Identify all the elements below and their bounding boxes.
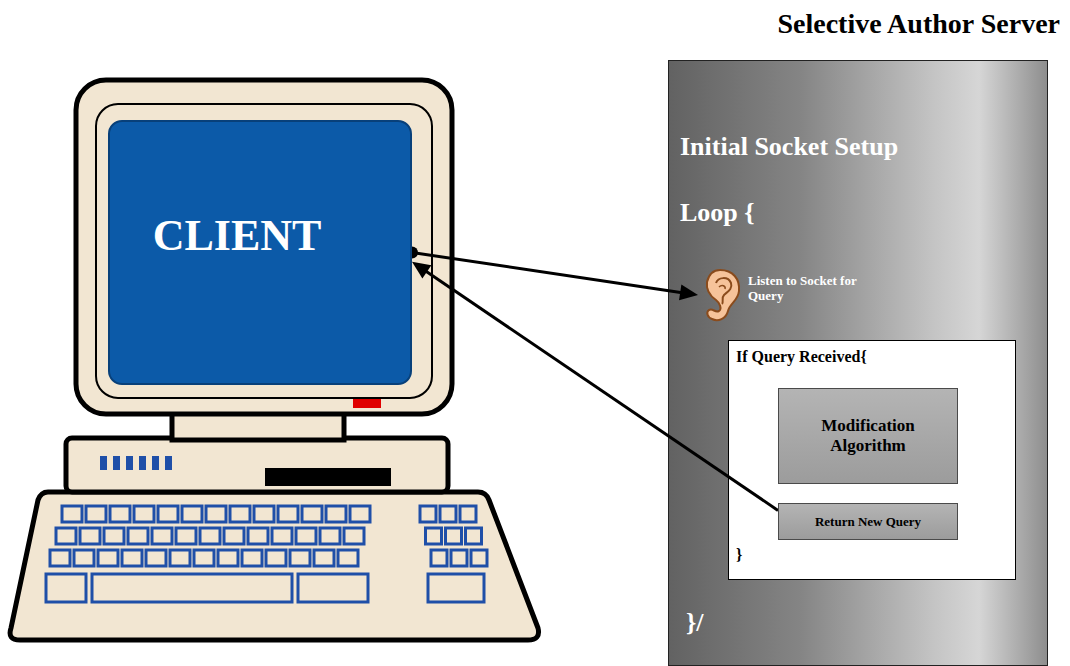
key [128, 528, 148, 544]
key [451, 550, 467, 566]
key [206, 506, 226, 522]
box-label: Return New Query [815, 514, 921, 530]
key [194, 550, 214, 566]
code-line: } [736, 546, 742, 564]
key [278, 506, 298, 522]
key [302, 506, 322, 522]
key [104, 528, 124, 544]
screen-label: CLIENT [110, 210, 364, 261]
key [298, 574, 368, 602]
key [218, 550, 238, 566]
step-label: Listen to Socket for Query [748, 273, 866, 303]
power-light [353, 399, 381, 408]
key [431, 550, 447, 566]
key [344, 528, 364, 544]
key [134, 506, 154, 522]
computer-base [66, 438, 448, 492]
key [426, 528, 442, 544]
code-line: }/ [686, 608, 703, 638]
box-label: Modification Algorithm [785, 416, 951, 456]
code-line: If Query Received{ [736, 348, 867, 366]
ear-icon [700, 267, 742, 323]
key [420, 506, 436, 522]
key [338, 550, 358, 566]
key [92, 574, 292, 602]
drive-slot [265, 468, 391, 486]
key [350, 506, 370, 522]
monitor-bezel [96, 104, 432, 398]
key [50, 550, 70, 566]
key [266, 550, 286, 566]
process-box: Return New Query [778, 503, 958, 540]
code-line: Initial Socket Setup [680, 132, 898, 162]
key [230, 506, 250, 522]
server-title: Selective Author Server [777, 8, 1060, 40]
key [466, 528, 482, 544]
key [254, 506, 274, 522]
key [122, 550, 142, 566]
base-vents [100, 456, 172, 470]
key [152, 528, 172, 544]
keyboard [10, 492, 539, 640]
key [182, 506, 202, 522]
key [110, 506, 130, 522]
keyboard-keys [46, 506, 487, 602]
key [440, 506, 456, 522]
key [74, 550, 94, 566]
key [446, 528, 462, 544]
server-panel: Selective Author ServerInitial Socket Se… [668, 60, 1048, 666]
key [146, 550, 166, 566]
key [320, 528, 340, 544]
vent [165, 456, 172, 470]
arrow-head [412, 262, 431, 279]
arrow-head [679, 284, 698, 300]
key [471, 550, 487, 566]
client-screen: CLIENT [108, 120, 412, 385]
listen-step: Listen to Socket for Query [698, 265, 898, 325]
key [80, 528, 100, 544]
process-box: Modification Algorithm [778, 388, 958, 484]
key [296, 528, 316, 544]
key [200, 528, 220, 544]
key [170, 550, 190, 566]
vent [152, 456, 159, 470]
key [158, 506, 178, 522]
code-line: Loop { [680, 198, 755, 228]
key [224, 528, 244, 544]
key [176, 528, 196, 544]
monitor-case [76, 80, 452, 414]
query-block: If Query Received{} Modification Algorith… [728, 340, 1016, 580]
key [86, 506, 106, 522]
key [428, 574, 484, 602]
key [272, 528, 292, 544]
vent [126, 456, 133, 470]
connector-line [412, 253, 682, 293]
key [248, 528, 268, 544]
key [242, 550, 262, 566]
key [314, 550, 334, 566]
key [62, 506, 82, 522]
connector-arrow [406, 247, 698, 301]
vent [100, 456, 107, 470]
key [290, 550, 310, 566]
key [46, 574, 86, 602]
connector-arrow [412, 262, 778, 511]
connector-line [425, 271, 778, 511]
vent [113, 456, 120, 470]
key [98, 550, 118, 566]
vent [139, 456, 146, 470]
key [460, 506, 476, 522]
key [326, 506, 346, 522]
key [56, 528, 76, 544]
